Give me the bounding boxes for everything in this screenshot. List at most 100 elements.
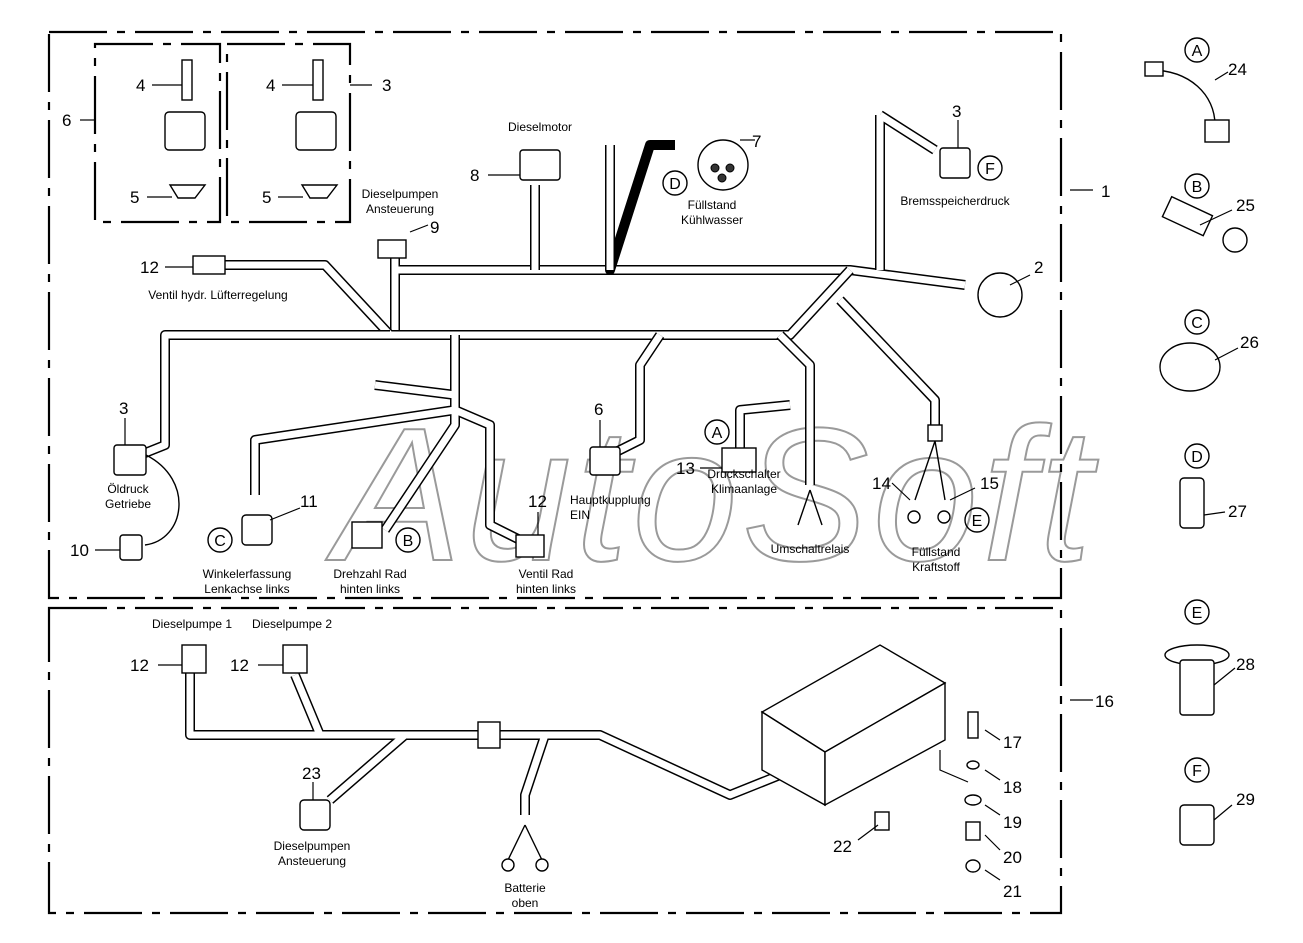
label-winkel-2: Lenkachse links xyxy=(204,582,289,596)
callout-4-kit6: 4 xyxy=(136,76,145,95)
callout-12-wheel: 12 xyxy=(528,492,547,511)
kit-3-frame xyxy=(225,42,352,224)
washer-18 xyxy=(966,760,980,770)
callout-12-pump1: 12 xyxy=(130,656,149,675)
sensor-3-oil xyxy=(113,444,147,476)
washer-19 xyxy=(964,794,982,806)
callout-22: 22 xyxy=(833,837,852,856)
callout-8: 8 xyxy=(470,166,479,185)
switch-13 xyxy=(721,447,757,473)
sensor-29 xyxy=(1179,804,1215,846)
label-fuellstand-kw-1: Füllstand xyxy=(688,198,737,212)
callout-17: 17 xyxy=(1003,733,1022,752)
callout-numbers: 1 2 3 3 3 4 4 5 5 6 6 7 8 9 10 11 12 12 … xyxy=(62,60,1259,901)
assembly-frames xyxy=(47,30,1063,915)
label-hauptkupplung-2: EIN xyxy=(570,508,590,522)
label-umschaltrelais: Umschaltrelais xyxy=(771,542,850,556)
kit-6-parts xyxy=(164,59,207,199)
sensor-10 xyxy=(119,534,143,561)
callout-28: 28 xyxy=(1236,655,1255,674)
relay-leads xyxy=(797,489,823,526)
connector-7 xyxy=(697,139,749,191)
connector-12-wheel xyxy=(515,534,545,558)
label-dp-ansteuerung-2: Ansteuerung xyxy=(278,854,346,868)
callout-25: 25 xyxy=(1236,196,1255,215)
connector-12-pump1 xyxy=(181,644,207,674)
sensor-25 xyxy=(1161,195,1214,237)
letter-c-harness: C xyxy=(214,533,226,550)
callout-6-kit: 6 xyxy=(62,111,71,130)
callout-7: 7 xyxy=(752,132,761,151)
screw-17 xyxy=(967,711,979,739)
connector-24 xyxy=(1204,119,1230,143)
label-druckschalter-1: Druckschalter xyxy=(707,467,780,481)
sleeve-20 xyxy=(965,821,981,841)
callout-3-kit: 3 xyxy=(382,76,391,95)
label-druckschalter-2: Klimaanlage xyxy=(711,482,777,496)
callout-9: 9 xyxy=(430,218,439,237)
callout-27: 27 xyxy=(1228,502,1247,521)
harness-1-frame xyxy=(47,30,1063,600)
lower-harness xyxy=(185,670,782,815)
leader-lines xyxy=(80,71,1239,881)
callout-18: 18 xyxy=(1003,778,1022,797)
callout-24: 24 xyxy=(1228,60,1247,79)
callout-23: 23 xyxy=(302,764,321,783)
sensor-26 xyxy=(1159,342,1221,392)
label-winkel-1: Winkelerfassung xyxy=(203,567,292,581)
letter-d-harness: D xyxy=(669,176,681,193)
letter-b-harness: B xyxy=(403,533,414,550)
components xyxy=(113,59,1248,873)
fuel-sender-plug xyxy=(927,424,943,442)
label-dieselpumpe-2: Dieselpumpe 2 xyxy=(252,617,332,631)
sensor-11 xyxy=(241,514,273,546)
label-drehzahl-1: Drehzahl Rad xyxy=(333,567,406,581)
ring-terminal-14 xyxy=(907,510,921,524)
letter-c-spare: C xyxy=(1191,315,1203,332)
letter-a-spare: A xyxy=(1192,43,1203,60)
callout-15: 15 xyxy=(980,474,999,493)
callout-13: 13 xyxy=(676,459,695,478)
ring-terminal-15 xyxy=(937,510,951,524)
nut-21 xyxy=(965,859,981,873)
kit-3-parts xyxy=(295,59,339,199)
callout-4-kit3: 4 xyxy=(266,76,275,95)
kit-6-frame xyxy=(93,42,222,224)
label-dieselmotor: Dieselmotor xyxy=(508,120,572,134)
battery-terminal-2 xyxy=(535,858,549,872)
connector-12-pump2 xyxy=(282,644,308,674)
label-ventil-rad-1: Ventil Rad xyxy=(519,567,574,581)
spare-parts xyxy=(1144,61,1248,846)
callout-3-oil: 3 xyxy=(119,399,128,418)
callout-5-kit3: 5 xyxy=(262,188,271,207)
label-ventil-rad-2: hinten links xyxy=(516,582,576,596)
grommet xyxy=(477,721,501,749)
connector-speed xyxy=(351,521,383,549)
callout-16: 16 xyxy=(1095,692,1114,711)
label-oeldruck-1: Öldruck xyxy=(107,482,149,496)
label-dieselpumpe-1: Dieselpumpe 1 xyxy=(152,617,232,631)
label-bremsspeicher: Bremsspeicherdruck xyxy=(900,194,1010,208)
fuse-22 xyxy=(874,811,890,831)
component-labels: Dieselmotor Dieselpumpen Ansteuerung Fül… xyxy=(105,120,1011,910)
sensor-27 xyxy=(1179,477,1205,529)
label-hauptkupplung-1: Hauptkupplung xyxy=(570,493,651,507)
callout-20: 20 xyxy=(1003,848,1022,867)
callout-6-clutch: 6 xyxy=(594,400,603,419)
callout-12-fan: 12 xyxy=(140,258,159,277)
connector-12-fan xyxy=(192,255,226,275)
callout-5-kit6: 5 xyxy=(130,188,139,207)
callout-11: 11 xyxy=(300,492,318,511)
sensor-24 xyxy=(1144,61,1164,77)
label-ventil-luefter: Ventil hydr. Lüfterregelung xyxy=(148,288,287,302)
callout-3-brake: 3 xyxy=(952,102,961,121)
letter-a-harness: A xyxy=(712,425,723,442)
callout-1: 1 xyxy=(1101,182,1110,201)
callout-19: 19 xyxy=(1003,813,1022,832)
callout-12-pump2: 12 xyxy=(230,656,249,675)
connector-2 xyxy=(977,272,1023,318)
harness-16-frame xyxy=(47,606,1063,915)
sensor-3-brake xyxy=(939,147,971,179)
callout-10: 10 xyxy=(70,541,89,560)
